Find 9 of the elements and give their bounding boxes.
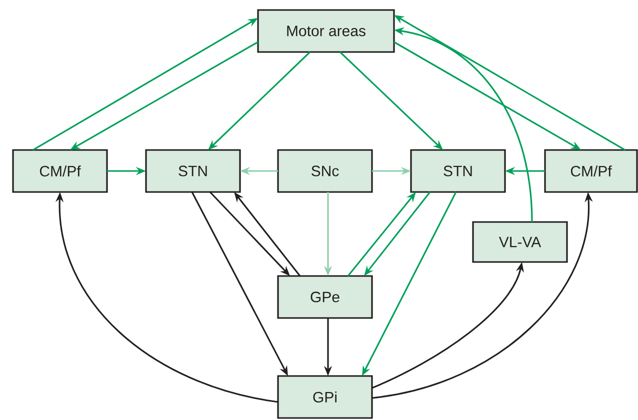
node-box: CM/Pf (12, 149, 108, 193)
node-box: SNc (277, 149, 373, 193)
node-box: VL-VA (472, 221, 568, 263)
node-box: GPe (277, 275, 373, 319)
node-box: STN (145, 149, 241, 193)
node-box: STN (410, 149, 506, 193)
node-box: CM/Pf (544, 149, 638, 193)
node-box: Motor areas (257, 9, 395, 53)
node-box: GPi (277, 375, 373, 419)
